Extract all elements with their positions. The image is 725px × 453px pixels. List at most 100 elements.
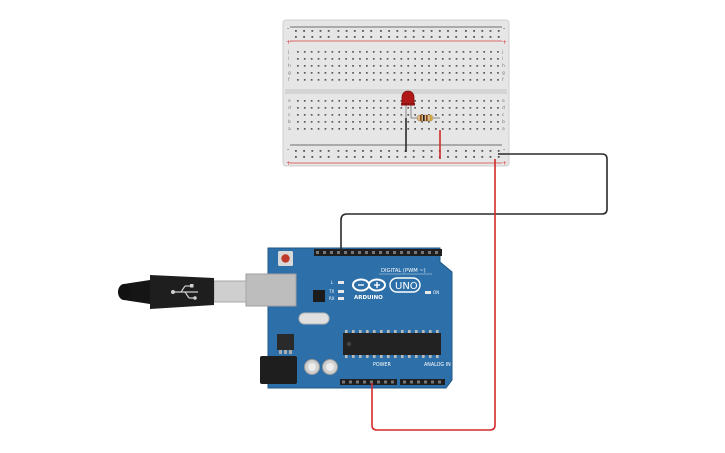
rail-hole — [303, 150, 305, 152]
rail-hole — [345, 36, 348, 38]
terminal-hole — [352, 121, 354, 123]
rail-hole — [455, 36, 458, 38]
rail-hole — [380, 150, 382, 152]
terminal-hole — [490, 128, 492, 130]
rail-hole — [303, 36, 305, 38]
wire-red-5v-to-breadboard[interactable] — [371, 159, 496, 431]
terminal-hole — [297, 100, 299, 102]
terminal-hole — [497, 72, 499, 74]
terminal-hole — [386, 51, 389, 53]
terminal-hole — [338, 72, 341, 74]
chip-pin — [359, 355, 362, 358]
terminal-hole — [352, 128, 354, 130]
chip-pin — [394, 330, 397, 333]
terminal-hole — [455, 79, 458, 81]
terminal-hole — [421, 100, 423, 102]
terminal-hole — [455, 114, 458, 116]
analog-header[interactable] — [400, 379, 445, 385]
breadboard-row-letter: h — [502, 63, 505, 69]
terminal-hole — [359, 100, 361, 102]
terminal-hole — [317, 65, 320, 67]
reset-button-icon[interactable] — [278, 251, 293, 266]
terminal-hole — [310, 107, 313, 109]
rail-hole — [430, 36, 433, 38]
terminal-hole — [441, 121, 444, 123]
terminal-hole — [366, 100, 368, 102]
terminal-hole — [393, 51, 396, 53]
terminal-hole — [476, 107, 479, 109]
terminal-hole — [414, 128, 416, 130]
terminal-hole — [303, 72, 306, 74]
terminal-hole — [462, 65, 465, 67]
power-jack[interactable] — [260, 356, 297, 384]
terminal-hole — [435, 121, 437, 123]
terminal-hole — [331, 58, 334, 60]
terminal-hole — [366, 58, 368, 60]
terminal-hole — [393, 72, 396, 74]
header-pin — [316, 251, 319, 254]
rail-label-minus-bottom-left: - — [287, 146, 289, 153]
terminal-hole — [345, 114, 347, 116]
wire-black-gnd-to-breadboard[interactable] — [340, 153, 608, 251]
digital-header[interactable] — [314, 249, 442, 256]
terminal-hole — [359, 107, 361, 109]
terminal-hole — [379, 79, 382, 81]
chip-pin — [415, 330, 418, 333]
terminal-hole — [303, 58, 306, 60]
terminal-hole — [324, 100, 327, 102]
power-header[interactable] — [340, 379, 397, 385]
rail-hole — [303, 156, 305, 158]
terminal-hole — [345, 51, 347, 53]
rail-hole — [295, 150, 297, 152]
terminal-hole — [393, 65, 396, 67]
rail-hole — [353, 156, 356, 158]
terminal-hole — [317, 72, 320, 74]
terminal-hole — [379, 128, 382, 130]
terminal-hole — [379, 114, 382, 116]
terminal-hole — [297, 51, 299, 53]
terminal-hole — [455, 100, 458, 102]
rail-hole — [311, 150, 314, 152]
usb-cable-icon[interactable] — [118, 273, 297, 309]
breadboard-row-letter: a — [502, 127, 505, 132]
terminal-hole — [393, 107, 396, 109]
terminal-hole — [310, 72, 313, 74]
terminal-hole — [469, 128, 472, 130]
rail-hole — [327, 30, 330, 32]
rail-hole — [497, 30, 500, 32]
terminal-hole — [331, 121, 334, 123]
arduino-uno-board[interactable]: DIGITAL (PWM ~) L TX RX ON ARDUINO — [260, 247, 453, 389]
terminal-hole — [497, 58, 499, 60]
breadboard-terminal-holes — [297, 51, 499, 130]
arduino-logo-icon — [352, 278, 386, 292]
rail-hole — [489, 36, 492, 38]
header-pin — [351, 251, 354, 254]
terminal-hole — [331, 100, 334, 102]
rail-hole — [430, 30, 433, 32]
terminal-hole — [338, 79, 341, 81]
terminal-hole — [331, 114, 334, 116]
led-icon[interactable] — [401, 90, 415, 118]
terminal-hole — [386, 79, 389, 81]
terminal-hole — [483, 65, 485, 67]
breadboard-channel — [285, 89, 507, 94]
terminal-hole — [352, 58, 354, 60]
terminal-hole — [345, 65, 347, 67]
terminal-hole — [310, 121, 313, 123]
breadboard-row-letter: e — [502, 99, 505, 104]
resistor-icon[interactable] — [411, 114, 440, 122]
terminal-hole — [462, 114, 465, 116]
terminal-hole — [462, 121, 465, 123]
terminal-hole — [497, 65, 499, 67]
rail-hole — [422, 150, 425, 152]
rail-hole — [404, 36, 407, 38]
breadboard-row-letter: d — [502, 105, 505, 111]
chip-pin — [422, 330, 425, 333]
terminal-hole — [428, 79, 430, 81]
terminal-hole — [372, 114, 375, 116]
terminal-hole — [303, 121, 306, 123]
terminal-hole — [428, 100, 430, 102]
terminal-hole — [386, 100, 389, 102]
terminal-hole — [469, 79, 472, 81]
